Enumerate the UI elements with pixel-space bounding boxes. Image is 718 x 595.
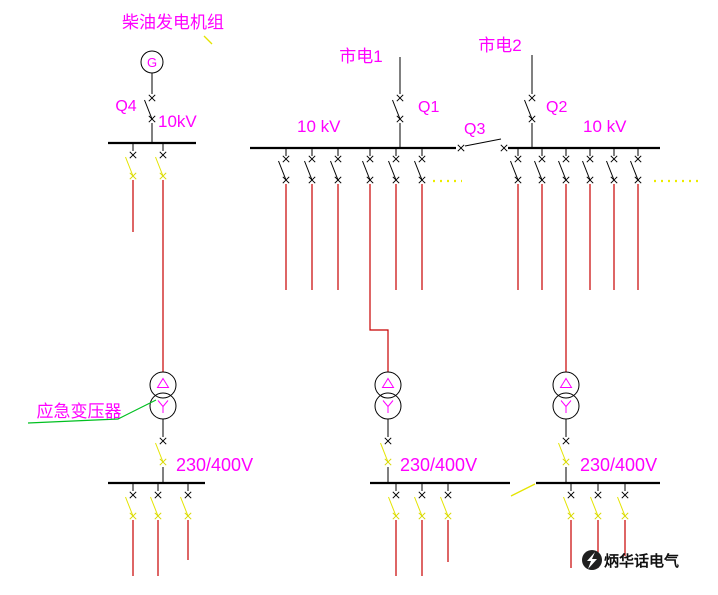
switch-icon — [534, 155, 546, 184]
transformer-icon — [149, 371, 177, 420]
switch-icon — [630, 155, 642, 184]
switch-icon — [304, 155, 316, 184]
breaker-q2-label: Q2 — [546, 99, 567, 116]
switch-icon — [558, 437, 570, 466]
lightning-icon — [587, 552, 597, 569]
switch-icon — [582, 155, 594, 184]
voltage-left-label: 10kV — [158, 112, 197, 131]
switch-icon — [330, 155, 342, 184]
transformer-icon — [552, 371, 580, 420]
transformer-right-branch — [552, 371, 580, 482]
generator-branch: 柴油发电机组 G Q4 10kV — [115, 13, 224, 142]
switch-icon — [125, 151, 137, 180]
utility-1-label: 市电1 — [339, 47, 382, 66]
switch-icon — [155, 437, 167, 466]
bus-tie-q3: Q3 — [457, 121, 508, 152]
lv-bus-left: 230/400V — [108, 455, 253, 576]
lv-tie-switch — [510, 483, 536, 497]
utility-1-branch: 市电1 Q1 — [339, 47, 439, 147]
emergency-transformer-label: 应急变压器 — [37, 402, 122, 421]
emergency-transformer-branch: 应急变压器 — [27, 371, 177, 482]
utility-2-label: 市电2 — [478, 36, 521, 55]
hv-bus-right: 10 kV — [508, 117, 702, 372]
switch-icon — [362, 155, 374, 184]
tie-switch-blade — [464, 138, 502, 147]
switch-icon — [510, 155, 522, 184]
switch-icon — [155, 151, 167, 180]
switch-icon — [414, 155, 426, 184]
breaker-q2-icon — [524, 94, 536, 123]
switch-icon — [606, 155, 618, 184]
utility-2-branch: 市电2 Q2 — [478, 36, 567, 147]
hv-bus-mid: 10 kV — [250, 117, 462, 372]
lv-left-label: 230/400V — [176, 455, 253, 475]
watermark-text: 炳华话电气 — [604, 552, 679, 570]
hv-bus-left — [108, 141, 196, 372]
leader-line — [27, 399, 157, 424]
switch-icon — [388, 155, 400, 184]
tie-q3-label: Q3 — [464, 121, 485, 138]
transformer-mid-branch — [374, 371, 402, 482]
lv-bus-right: 230/400V — [536, 455, 660, 568]
lv-mid-label: 230/400V — [400, 455, 477, 475]
voltage-right-label: 10 kV — [583, 117, 627, 136]
switch-icon — [388, 491, 400, 520]
breaker-q4-icon — [144, 94, 156, 123]
contact-icon — [500, 144, 508, 152]
switch-icon — [617, 491, 629, 520]
breaker-q1-label: Q1 — [418, 99, 439, 116]
breaker-q1-icon — [392, 94, 404, 123]
switch-icon — [590, 491, 602, 520]
switch-icon — [558, 155, 570, 184]
contact-icon — [457, 144, 465, 152]
switch-icon — [150, 491, 162, 520]
switch-icon — [380, 437, 392, 466]
generator-title-label: 柴油发电机组 — [122, 13, 224, 32]
breaker-q4-label: Q4 — [115, 98, 136, 115]
generator-icon — [140, 50, 164, 74]
switch-icon — [278, 155, 290, 184]
switch-icon — [180, 491, 192, 520]
switch-icon — [563, 491, 575, 520]
voltage-mid-label: 10 kV — [297, 117, 341, 136]
switch-icon — [440, 491, 452, 520]
switch-icon — [125, 491, 137, 520]
transformer-feeder-line — [369, 184, 389, 372]
generator-letter-label: G — [147, 55, 157, 70]
transformer-icon — [374, 371, 402, 420]
watermark: 炳华话电气 — [582, 550, 679, 570]
lv-right-label: 230/400V — [580, 455, 657, 475]
lv-bus-mid: 230/400V — [370, 455, 510, 576]
switch-icon — [414, 491, 426, 520]
stray-mark — [203, 35, 213, 45]
